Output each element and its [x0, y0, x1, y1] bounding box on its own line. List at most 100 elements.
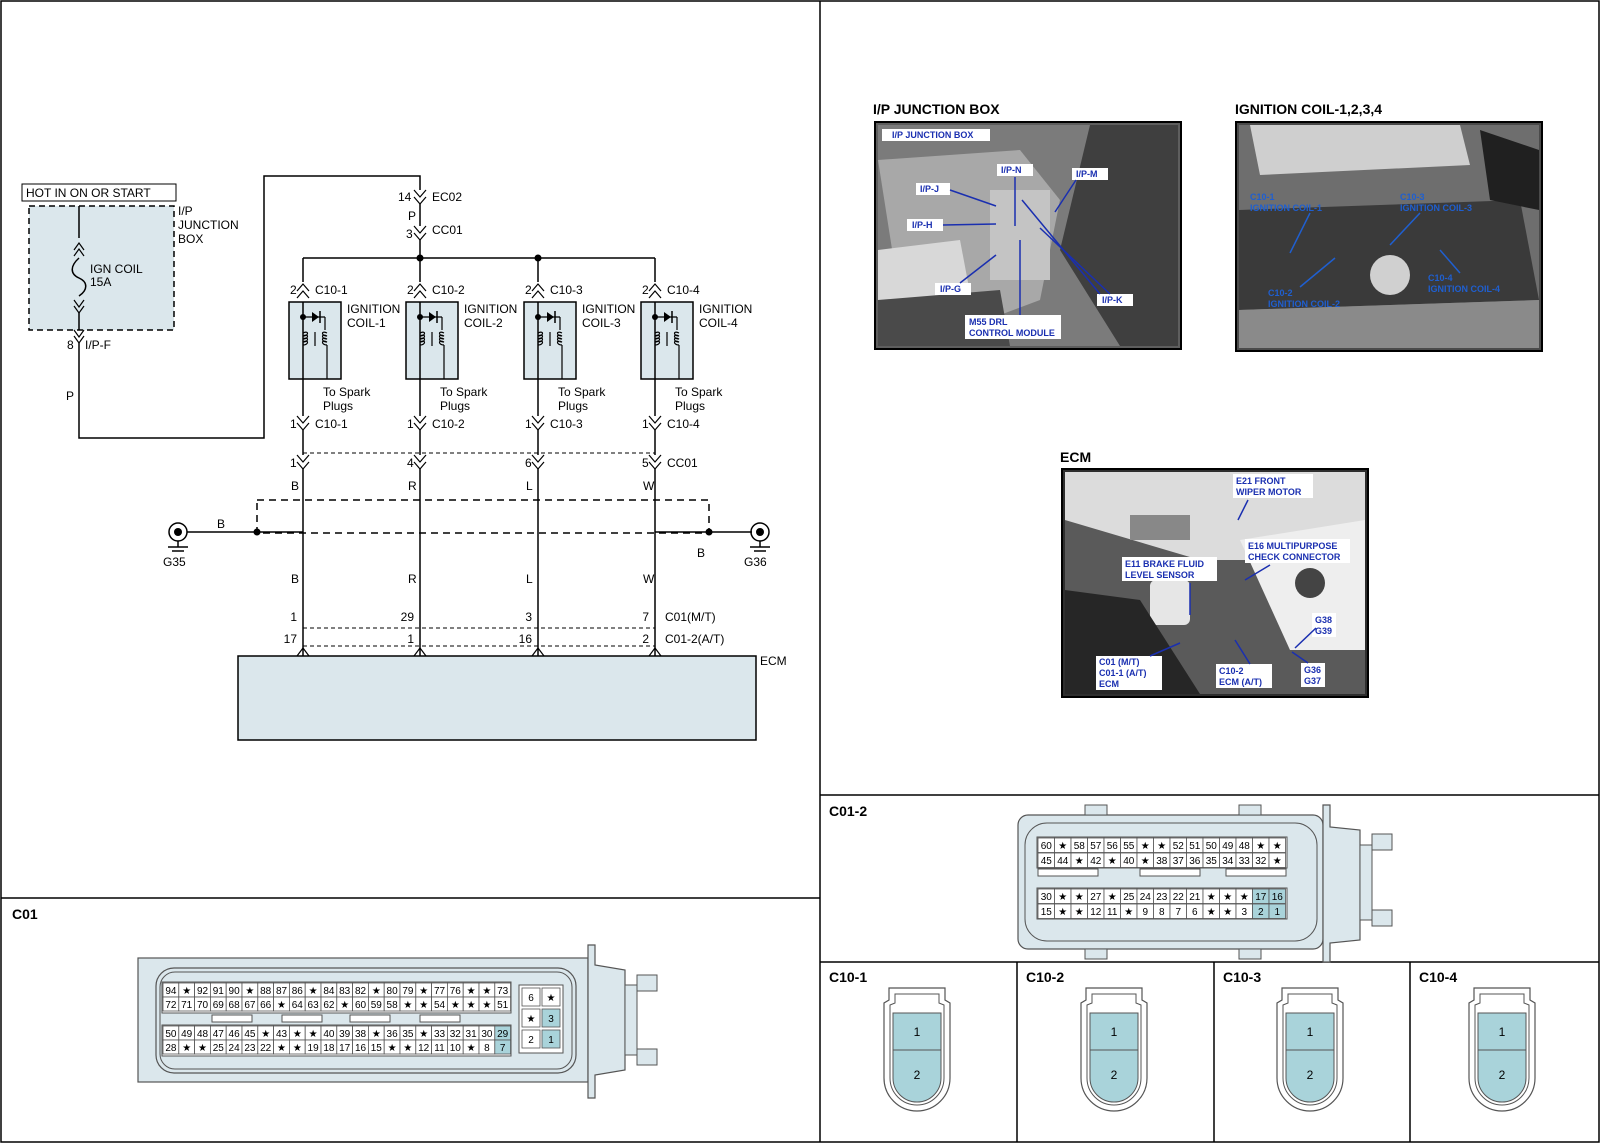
junction-box-label-3: BOX	[178, 232, 203, 246]
c01-pin-label: 91	[213, 986, 225, 997]
c10-1-pin-2: 2	[914, 1068, 921, 1082]
c01-pin-label: 35	[402, 1029, 414, 1040]
c10-4-title: C10-4	[1419, 969, 1457, 985]
ipjb-callout-2: I/P-M	[1076, 169, 1098, 179]
c012-pin-label: 6	[1192, 907, 1198, 918]
coil-4-pin-top: 2	[642, 283, 649, 297]
c012-pin-label: 37	[1173, 856, 1185, 867]
c01-pin-label: 22	[260, 1043, 272, 1054]
coil-1-connector-low: C10-1	[315, 417, 348, 431]
c01-pin-label: 84	[323, 986, 335, 997]
coil-1-cc01-pin: 1	[290, 456, 297, 470]
ecm-callout-8: C01 (M/T)	[1099, 657, 1140, 667]
ecm-callout-6: G38	[1315, 615, 1332, 625]
coil-3-name-1: IGNITION	[582, 302, 635, 316]
ecm-callout-14: G37	[1304, 676, 1321, 686]
coil-2-cc01-pin: 4	[407, 456, 414, 470]
c012-pin-label: 3	[1241, 907, 1247, 918]
c012-pin-label: 25	[1123, 892, 1135, 903]
c01-pin-label: 90	[229, 986, 241, 997]
c012-pin-label: 40	[1123, 856, 1135, 867]
coil-photo-title: IGNITION COIL-1,2,3,4	[1235, 101, 1382, 117]
c01-pin-label: 40	[323, 1029, 335, 1040]
c01-side-pin-label: 1	[548, 1035, 554, 1046]
ecm-callout-10: ECM	[1099, 679, 1119, 689]
c012-pin-label: 17	[1255, 892, 1267, 903]
c01-pin-label: 43	[276, 1029, 288, 1040]
c10-1-title: C10-1	[829, 969, 867, 985]
c012-pin-label: ★	[1075, 856, 1084, 867]
coil-2-pin-top: 2	[407, 283, 414, 297]
c01-pin-label: 11	[434, 1043, 445, 1054]
coil-2-wire-color-upper: R	[408, 479, 417, 493]
c012-pin-label: ★	[1108, 892, 1117, 903]
c012-pin-label: 22	[1173, 892, 1185, 903]
ground-wire-left: B	[217, 517, 225, 531]
c01-pin-label: 87	[276, 986, 288, 997]
ecm-callout-11: C10-2	[1219, 666, 1244, 676]
coil-callout-5: IGNITION COIL-2	[1268, 299, 1340, 309]
c01-pin-label: 62	[323, 1000, 335, 1011]
coil-4-connector-top: C10-4	[667, 283, 700, 297]
c01-pin-label: 70	[197, 1000, 209, 1011]
c01-pin-label: 49	[181, 1029, 193, 1040]
c01-title: C01	[12, 906, 38, 922]
coil-3-connector-top: C10-3	[550, 283, 583, 297]
c01-pin-label: ★	[372, 1029, 381, 1040]
ipjb-callout-4: I/P-H	[912, 220, 933, 230]
coil-1-name-1: IGNITION	[347, 302, 400, 316]
c01-pin-label: 94	[165, 986, 177, 997]
c012-pin-label: 33	[1239, 856, 1251, 867]
c01-pin-label: 36	[387, 1029, 399, 1040]
c01-pin-label: ★	[293, 1043, 302, 1054]
coil-2-connector-low: C10-2	[432, 417, 465, 431]
c01-pin-label: ★	[482, 1000, 491, 1011]
c10-3-pin-2: 2	[1307, 1068, 1314, 1082]
coil-callout-4: C10-2	[1268, 288, 1293, 298]
c01-pin-label: 51	[497, 1000, 509, 1011]
c012-pin-label: 49	[1222, 841, 1234, 852]
c012-pin-cell	[1268, 903, 1286, 919]
c01-pin-label: 54	[434, 1000, 446, 1011]
c012-pin-label: ★	[1223, 907, 1232, 918]
c01-pin-label: 76	[450, 986, 462, 997]
c012-pin-label: ★	[1223, 892, 1232, 903]
junction-box	[28, 205, 175, 331]
c01-pin-label: 24	[229, 1043, 241, 1054]
c01-pin-label: ★	[419, 1029, 428, 1040]
ec02-connector: EC02	[432, 190, 462, 204]
ec02-pin: 14	[398, 190, 412, 204]
c012-pin-label: 24	[1140, 892, 1152, 903]
c012-pin-label: 1	[1274, 907, 1280, 918]
c012-pin-cell	[1268, 837, 1286, 853]
ipjb-callouts: I/P JUNCTION BOX I/P-N I/P-M I/P-J I/P-H…	[882, 129, 1133, 339]
coil-4-connector-low: C10-4	[667, 417, 700, 431]
ecm-callout-1: WIPER MOTOR	[1236, 487, 1302, 497]
c01-pin-label: 92	[197, 986, 209, 997]
c01-pin-label: 38	[355, 1029, 367, 1040]
c01-pin-label: ★	[198, 1043, 207, 1054]
c01-pin-label: 16	[355, 1043, 367, 1054]
c01-pin-label: 32	[450, 1029, 462, 1040]
c01-pin-label: ★	[182, 1043, 191, 1054]
c10-2-pin-2: 2	[1111, 1068, 1118, 1082]
ecm-box	[237, 655, 757, 741]
c01-pin-label: 88	[260, 986, 272, 997]
c01-pin-label: ★	[403, 1043, 412, 1054]
c012-pin-label: 57	[1090, 841, 1102, 852]
c01-pin-label: ★	[419, 986, 428, 997]
c10-4-pin-2: 2	[1499, 1068, 1506, 1082]
ecm-callout-7: G39	[1315, 626, 1332, 636]
c01-pin-label: ★	[245, 986, 254, 997]
coil-4-name-1: IGNITION	[699, 302, 752, 316]
junction-box-label-2: JUNCTION	[178, 218, 239, 232]
c01-side-pin-label: 3	[548, 1014, 554, 1025]
c012-pin-label: 23	[1156, 892, 1168, 903]
wire-color-p2: P	[408, 209, 416, 223]
c01-pin-label: ★	[451, 1000, 460, 1011]
c01-pin-label: 23	[244, 1043, 256, 1054]
coil-1-at-pin: 17	[284, 632, 298, 646]
